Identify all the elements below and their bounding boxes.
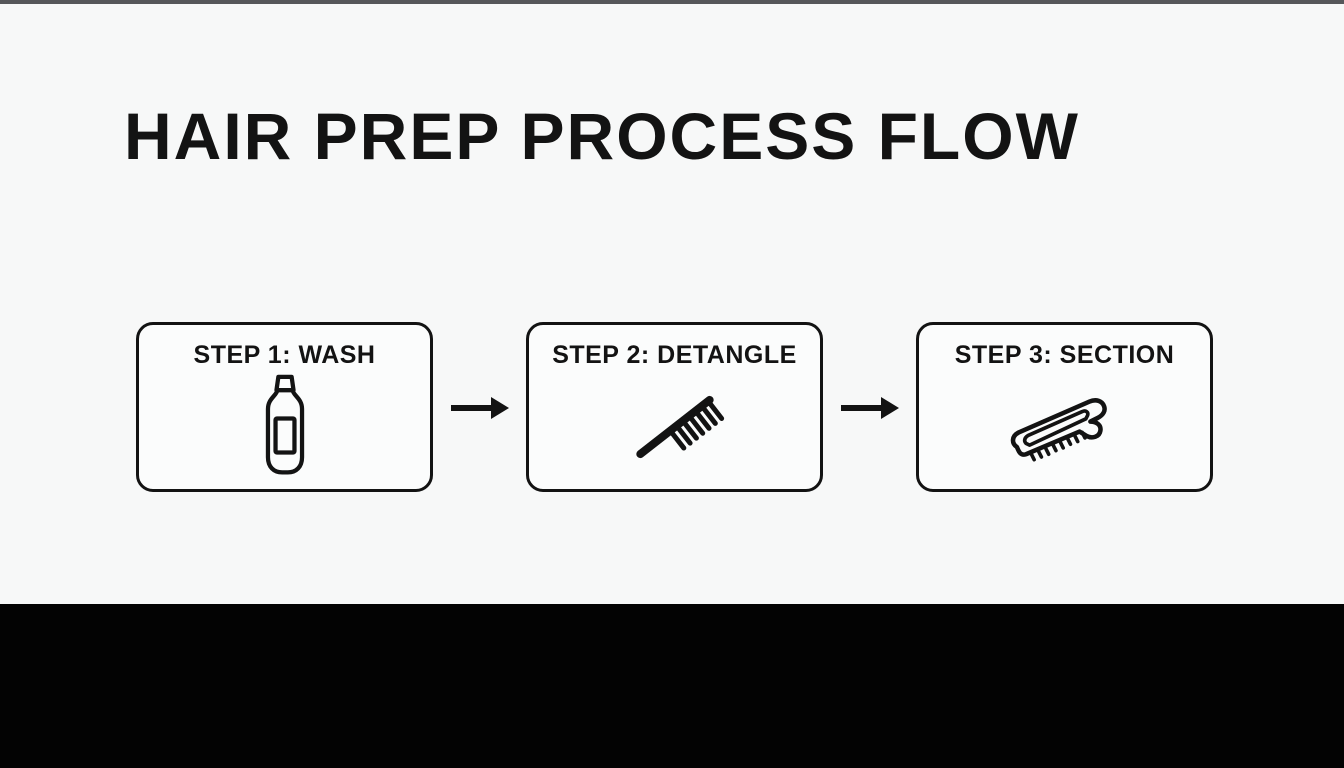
arrow-right-icon: [839, 395, 901, 421]
arrow-right-icon: [449, 395, 511, 421]
top-divider: [0, 0, 1344, 4]
hair-section-clip-icon: [919, 370, 1210, 489]
page-title: HAIR PREP PROCESS FLOW: [124, 99, 1080, 173]
shampoo-bottle-icon: [139, 370, 430, 489]
flow-connector: [433, 395, 526, 421]
step-box-section: STEP 3: SECTION: [916, 322, 1213, 492]
step-label: STEP 1: WASH: [193, 341, 376, 369]
flow-connector: [823, 395, 916, 421]
step-box-detangle: STEP 2: DETANGLE: [526, 322, 823, 492]
step-box-wash: STEP 1: WASH: [136, 322, 433, 492]
footer-bar: [0, 604, 1344, 768]
step-label: STEP 3: SECTION: [954, 341, 1175, 369]
comb-icon: [529, 370, 820, 489]
process-flow: STEP 1: WASH STEP 2: DETANGLE: [136, 322, 1213, 492]
step-label: STEP 2: DETANGLE: [552, 341, 797, 369]
